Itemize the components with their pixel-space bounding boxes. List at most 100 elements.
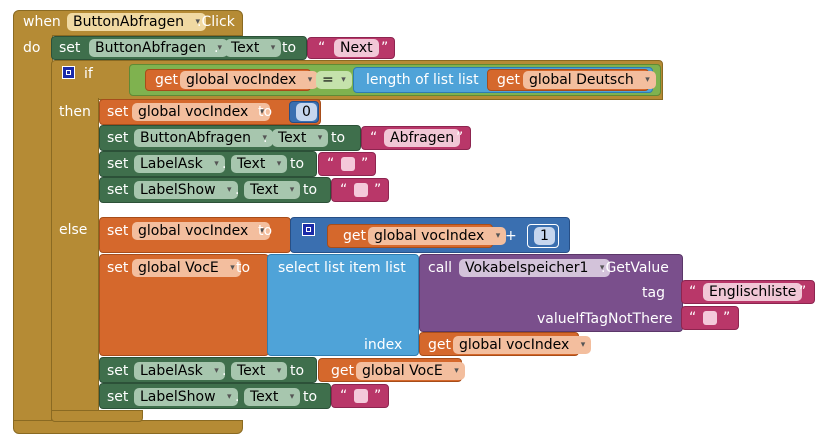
set-label: set [59,40,81,56]
close-quote: ” [361,156,369,172]
component-dropdown[interactable]: LabelAsk▾ [134,155,225,173]
plus-operator: + [505,228,517,244]
number-value-field[interactable]: 0 [296,103,317,121]
component-dropdown[interactable]: LabelShow▾ [134,388,238,406]
set-label: set [107,260,129,276]
mutator-gear-icon[interactable] [302,223,315,236]
if-label: if [84,66,93,82]
component-dropdown[interactable]: LabelShow▾ [134,181,238,199]
property-dropdown[interactable]: Text▾ [231,155,288,173]
set-label: set [107,223,129,239]
get-label: get [428,337,451,353]
variable-dropdown[interactable]: global vocIndex▾ [368,227,507,245]
compare-operator-dropdown[interactable]: =▾ [316,71,352,89]
chevron-down-icon: ▾ [259,107,265,117]
dot-label: . [235,389,240,405]
value-if-tag-not-there-label: valueIfTagNotThere [537,311,673,327]
set-label: set [107,363,129,379]
to-label: to [290,156,305,172]
component-dropdown[interactable]: LabelAsk▾ [134,362,225,380]
set-label: set [107,182,129,198]
get-label: get [343,228,366,244]
number-value-field[interactable]: 1 [534,227,555,245]
index-label: index [364,337,403,353]
component-dropdown[interactable]: Vokabelspeicher1▾ [459,259,611,277]
dot-label: . [214,40,219,56]
variable-dropdown[interactable]: global vocIndex▾ [180,71,319,89]
chevron-down-icon: ▾ [262,133,267,143]
open-quote: “ [689,284,697,300]
chevron-down-icon: ▾ [454,366,459,376]
property-dropdown[interactable]: Text▾ [244,181,301,199]
chevron-down-icon: ▾ [230,263,235,273]
chevron-down-icon: ▾ [259,226,265,236]
if-block-bottom [51,410,143,422]
empty-text-block[interactable] [331,178,389,202]
text-value-field[interactable]: Englischliste [703,283,803,301]
when-label: when [23,14,61,30]
close-quote: ” [381,40,389,56]
chevron-down-icon: ▾ [276,366,282,376]
property-dropdown[interactable]: Text▾ [225,39,282,57]
component-dropdown[interactable]: ButtonAbfragen▾ [134,129,273,147]
variable-dropdown[interactable]: global vocIndex▾ [132,103,271,121]
empty-text-field[interactable] [341,157,355,171]
property-dropdown[interactable]: Text▾ [244,388,301,406]
variable-dropdown[interactable]: global vocIndex▾ [453,336,592,354]
variable-dropdown[interactable]: global vocIndex▾ [132,222,271,240]
open-quote: “ [318,40,326,56]
open-quote: “ [340,388,348,404]
empty-text-field[interactable] [354,389,368,403]
chevron-down-icon: ▾ [214,366,219,376]
property-dropdown[interactable]: Text▾ [272,129,329,147]
open-quote: “ [689,310,697,326]
property-dropdown[interactable]: Text▾ [231,362,288,380]
chevron-down-icon: ▾ [495,231,501,241]
empty-text-field[interactable] [354,183,368,197]
event-component-dropdown[interactable]: ButtonAbfragen▾ [67,13,206,31]
to-label: to [303,182,318,198]
close-quote: ” [799,284,807,300]
set-label: set [107,130,129,146]
text-value-field[interactable]: Next [334,39,379,57]
length-of-list-label: length of list list [366,72,479,88]
chevron-down-icon: ▾ [317,133,323,143]
do-label: do [23,40,41,56]
mutator-gear-icon[interactable] [62,66,75,79]
chevron-down-icon: ▾ [289,392,295,402]
chevron-down-icon: ▾ [599,263,605,273]
tag-label: tag [642,285,665,301]
variable-dropdown[interactable]: global VocE▾ [356,362,465,380]
to-label: to [282,40,297,56]
select-list-item-block[interactable] [267,254,419,356]
variable-dropdown[interactable]: global VocE▾ [132,259,241,277]
component-dropdown[interactable]: ButtonAbfragen▾ [89,39,228,57]
to-label: to [258,104,273,120]
method-label: .GetValue [601,260,669,276]
chevron-down-icon: ▾ [217,43,222,53]
chevron-down-icon: ▾ [645,75,650,85]
chevron-down-icon: ▾ [214,159,219,169]
set-label: set [107,156,129,172]
if-block-arm [51,98,99,420]
close-quote: ” [374,182,382,198]
dot-label: . [263,130,268,146]
chevron-down-icon: ▾ [341,75,346,85]
variable-dropdown[interactable]: global Deutsch▾ [523,71,656,89]
to-label: to [236,260,251,276]
text-value-field[interactable]: Abfragen [384,129,461,147]
else-label: else [59,222,88,238]
set-label: set [107,104,129,120]
chevron-down-icon: ▾ [270,43,276,53]
chevron-down-icon: ▾ [227,185,232,195]
empty-text-field[interactable] [703,311,717,325]
close-quote: ” [456,130,464,146]
get-label: get [155,72,178,88]
open-quote: “ [340,182,348,198]
chevron-down-icon: ▾ [195,17,200,27]
to-label: to [303,389,318,405]
chevron-down-icon: ▾ [307,75,313,85]
event-name-label: .Click [197,14,235,30]
get-label: get [331,363,354,379]
